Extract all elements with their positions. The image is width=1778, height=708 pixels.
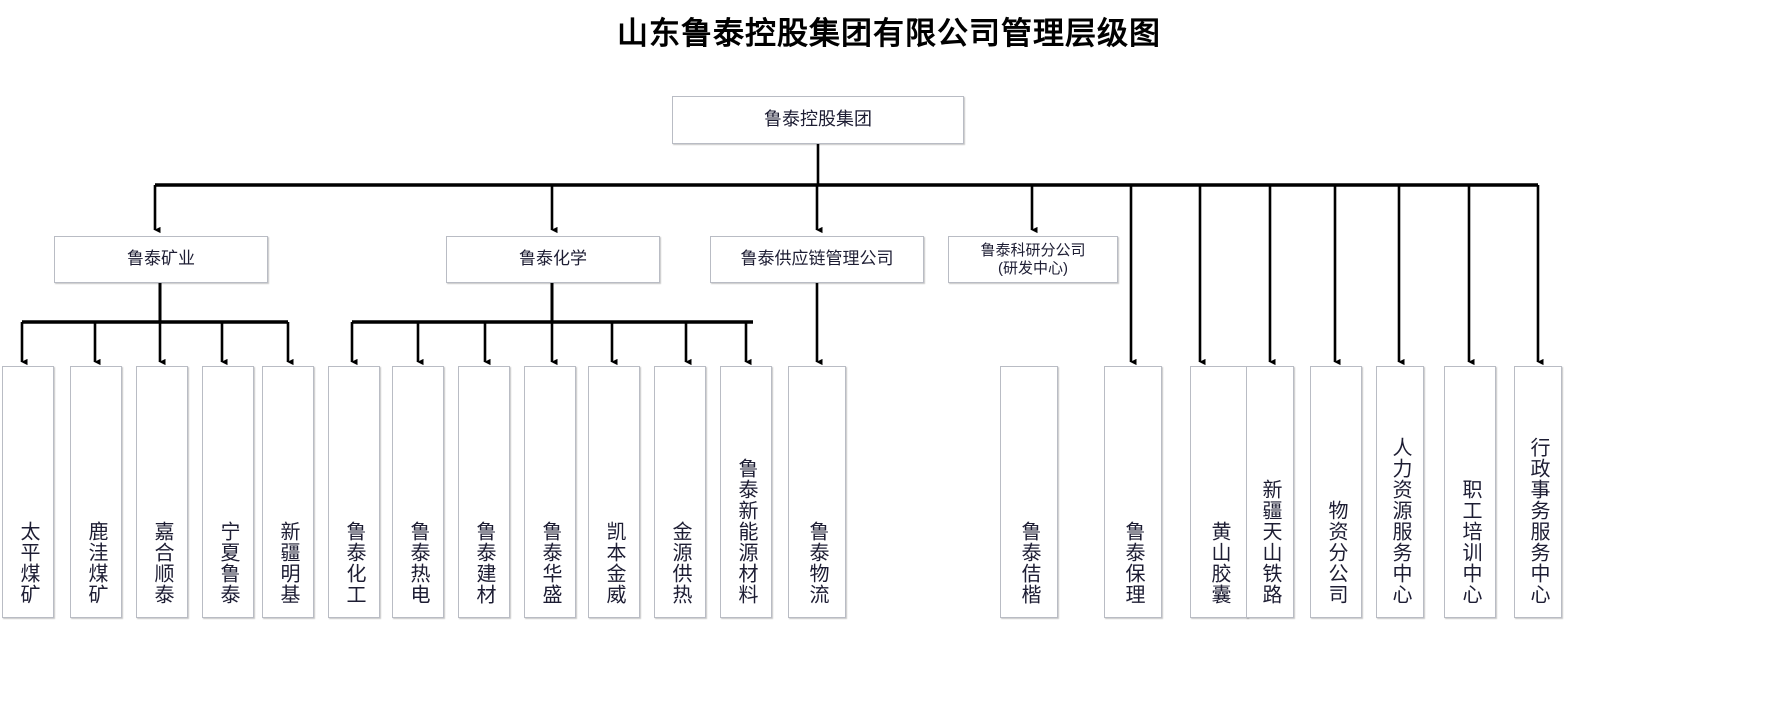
- division-node[interactable]: 鲁泰科研分公司 (研发中心): [948, 236, 1118, 283]
- leaf-node-label: 物资分公司: [1325, 500, 1347, 605]
- leaf-node[interactable]: 鹿洼煤矿: [70, 366, 122, 618]
- leaf-node[interactable]: 行政事务服务中心: [1514, 366, 1562, 618]
- leaf-node[interactable]: 鲁泰物流: [788, 366, 846, 618]
- division-node-label: 鲁泰化学: [519, 249, 587, 269]
- leaf-node[interactable]: 鲁泰华盛: [524, 366, 576, 618]
- leaf-node[interactable]: 物资分公司: [1310, 366, 1362, 618]
- leaf-node-label: 金源供热: [669, 521, 691, 605]
- leaf-node-label: 鲁泰新能源材料: [735, 458, 757, 605]
- leaf-node[interactable]: 金源供热: [654, 366, 706, 618]
- leaf-node[interactable]: 嘉合顺泰: [136, 366, 188, 618]
- leaf-node[interactable]: 新疆明基: [262, 366, 314, 618]
- leaf-node[interactable]: 鲁泰佶楷: [1000, 366, 1058, 618]
- page-title: 山东鲁泰控股集团有限公司管理层级图: [617, 16, 1161, 52]
- leaf-node[interactable]: 鲁泰建材: [458, 366, 510, 618]
- leaf-node[interactable]: 鲁泰新能源材料: [720, 366, 772, 618]
- division-node[interactable]: 鲁泰化学: [446, 236, 660, 283]
- leaf-node[interactable]: 凯本金威: [588, 366, 640, 618]
- leaf-node-label: 人力资源服务中心: [1389, 437, 1411, 605]
- leaf-node[interactable]: 鲁泰化工: [328, 366, 380, 618]
- leaf-node-label: 鲁泰保理: [1122, 521, 1144, 605]
- division-node-label: 鲁泰科研分公司 (研发中心): [980, 242, 1086, 277]
- leaf-node-label: 行政事务服务中心: [1527, 437, 1549, 605]
- leaf-node[interactable]: 鲁泰热电: [392, 366, 444, 618]
- leaf-node-label: 新疆天山铁路: [1259, 479, 1281, 605]
- leaf-node[interactable]: 太平煤矿: [2, 366, 54, 618]
- division-node[interactable]: 鲁泰供应链管理公司: [710, 236, 924, 283]
- division-node-label: 鲁泰供应链管理公司: [740, 249, 894, 269]
- division-node-label: 鲁泰矿业: [127, 249, 195, 269]
- leaf-node-label: 宁夏鲁泰: [217, 521, 239, 605]
- leaf-node-label: 鹿洼煤矿: [85, 521, 107, 605]
- leaf-node[interactable]: 人力资源服务中心: [1376, 366, 1424, 618]
- leaf-node-label: 嘉合顺泰: [151, 521, 173, 605]
- leaf-node[interactable]: 宁夏鲁泰: [202, 366, 254, 618]
- root-node[interactable]: 鲁泰控股集团: [672, 96, 964, 144]
- leaf-node-label: 职工培训中心: [1459, 479, 1481, 605]
- leaf-node-label: 鲁泰物流: [806, 521, 828, 605]
- leaf-node-label: 新疆明基: [277, 521, 299, 605]
- root-node-label: 鲁泰控股集团: [764, 109, 872, 130]
- leaf-node-label: 鲁泰建材: [473, 521, 495, 605]
- leaf-node-label: 鲁泰佶楷: [1018, 521, 1040, 605]
- leaf-node[interactable]: 黄山胶囊: [1190, 366, 1248, 618]
- leaf-node-label: 凯本金威: [603, 521, 625, 605]
- leaf-node-label: 鲁泰热电: [407, 521, 429, 605]
- leaf-node-label: 黄山胶囊: [1208, 521, 1230, 605]
- leaf-node[interactable]: 鲁泰保理: [1104, 366, 1162, 618]
- leaf-node-label: 太平煤矿: [17, 521, 39, 605]
- division-node[interactable]: 鲁泰矿业: [54, 236, 268, 283]
- leaf-node-label: 鲁泰化工: [343, 521, 365, 605]
- leaf-node[interactable]: 新疆天山铁路: [1246, 366, 1294, 618]
- leaf-node-label: 鲁泰华盛: [539, 521, 561, 605]
- leaf-node[interactable]: 职工培训中心: [1444, 366, 1496, 618]
